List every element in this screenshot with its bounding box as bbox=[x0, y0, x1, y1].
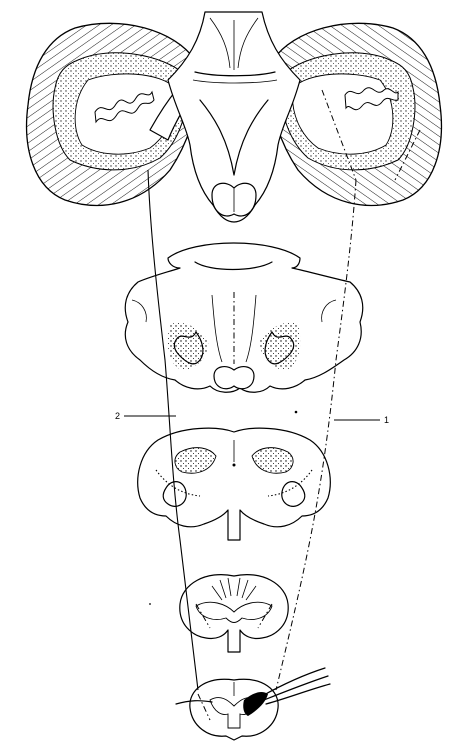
pons-section bbox=[125, 243, 363, 392]
midbrain-section bbox=[168, 12, 300, 222]
pons-basilar-lobes bbox=[214, 367, 254, 389]
upper-medulla-section bbox=[138, 428, 331, 540]
small-dot-left bbox=[149, 603, 151, 605]
marker-2-label: 2 bbox=[115, 411, 120, 421]
center-dot bbox=[295, 411, 298, 414]
lower-medulla-section bbox=[180, 575, 288, 652]
upper-medulla-central-dot bbox=[233, 464, 236, 467]
marker-2: 2 bbox=[115, 411, 176, 421]
right-cerebellar-hemisphere bbox=[270, 23, 442, 205]
marker-1-label: 1 bbox=[384, 415, 389, 425]
marker-1: 1 bbox=[334, 415, 389, 425]
spinal-cord-section bbox=[176, 668, 330, 740]
